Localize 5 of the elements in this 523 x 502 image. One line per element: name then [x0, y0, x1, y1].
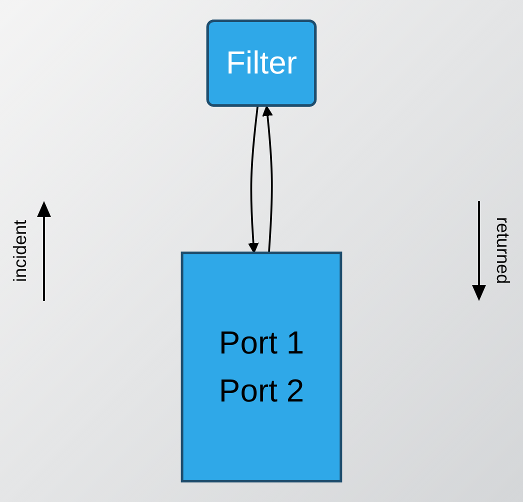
- direction-label: incident: [10, 220, 31, 282]
- arrow: [262, 106, 273, 253]
- direction-label: returned: [492, 217, 513, 285]
- arrow: [248, 106, 259, 254]
- node-box: Port 1 Port 2: [180, 252, 342, 482]
